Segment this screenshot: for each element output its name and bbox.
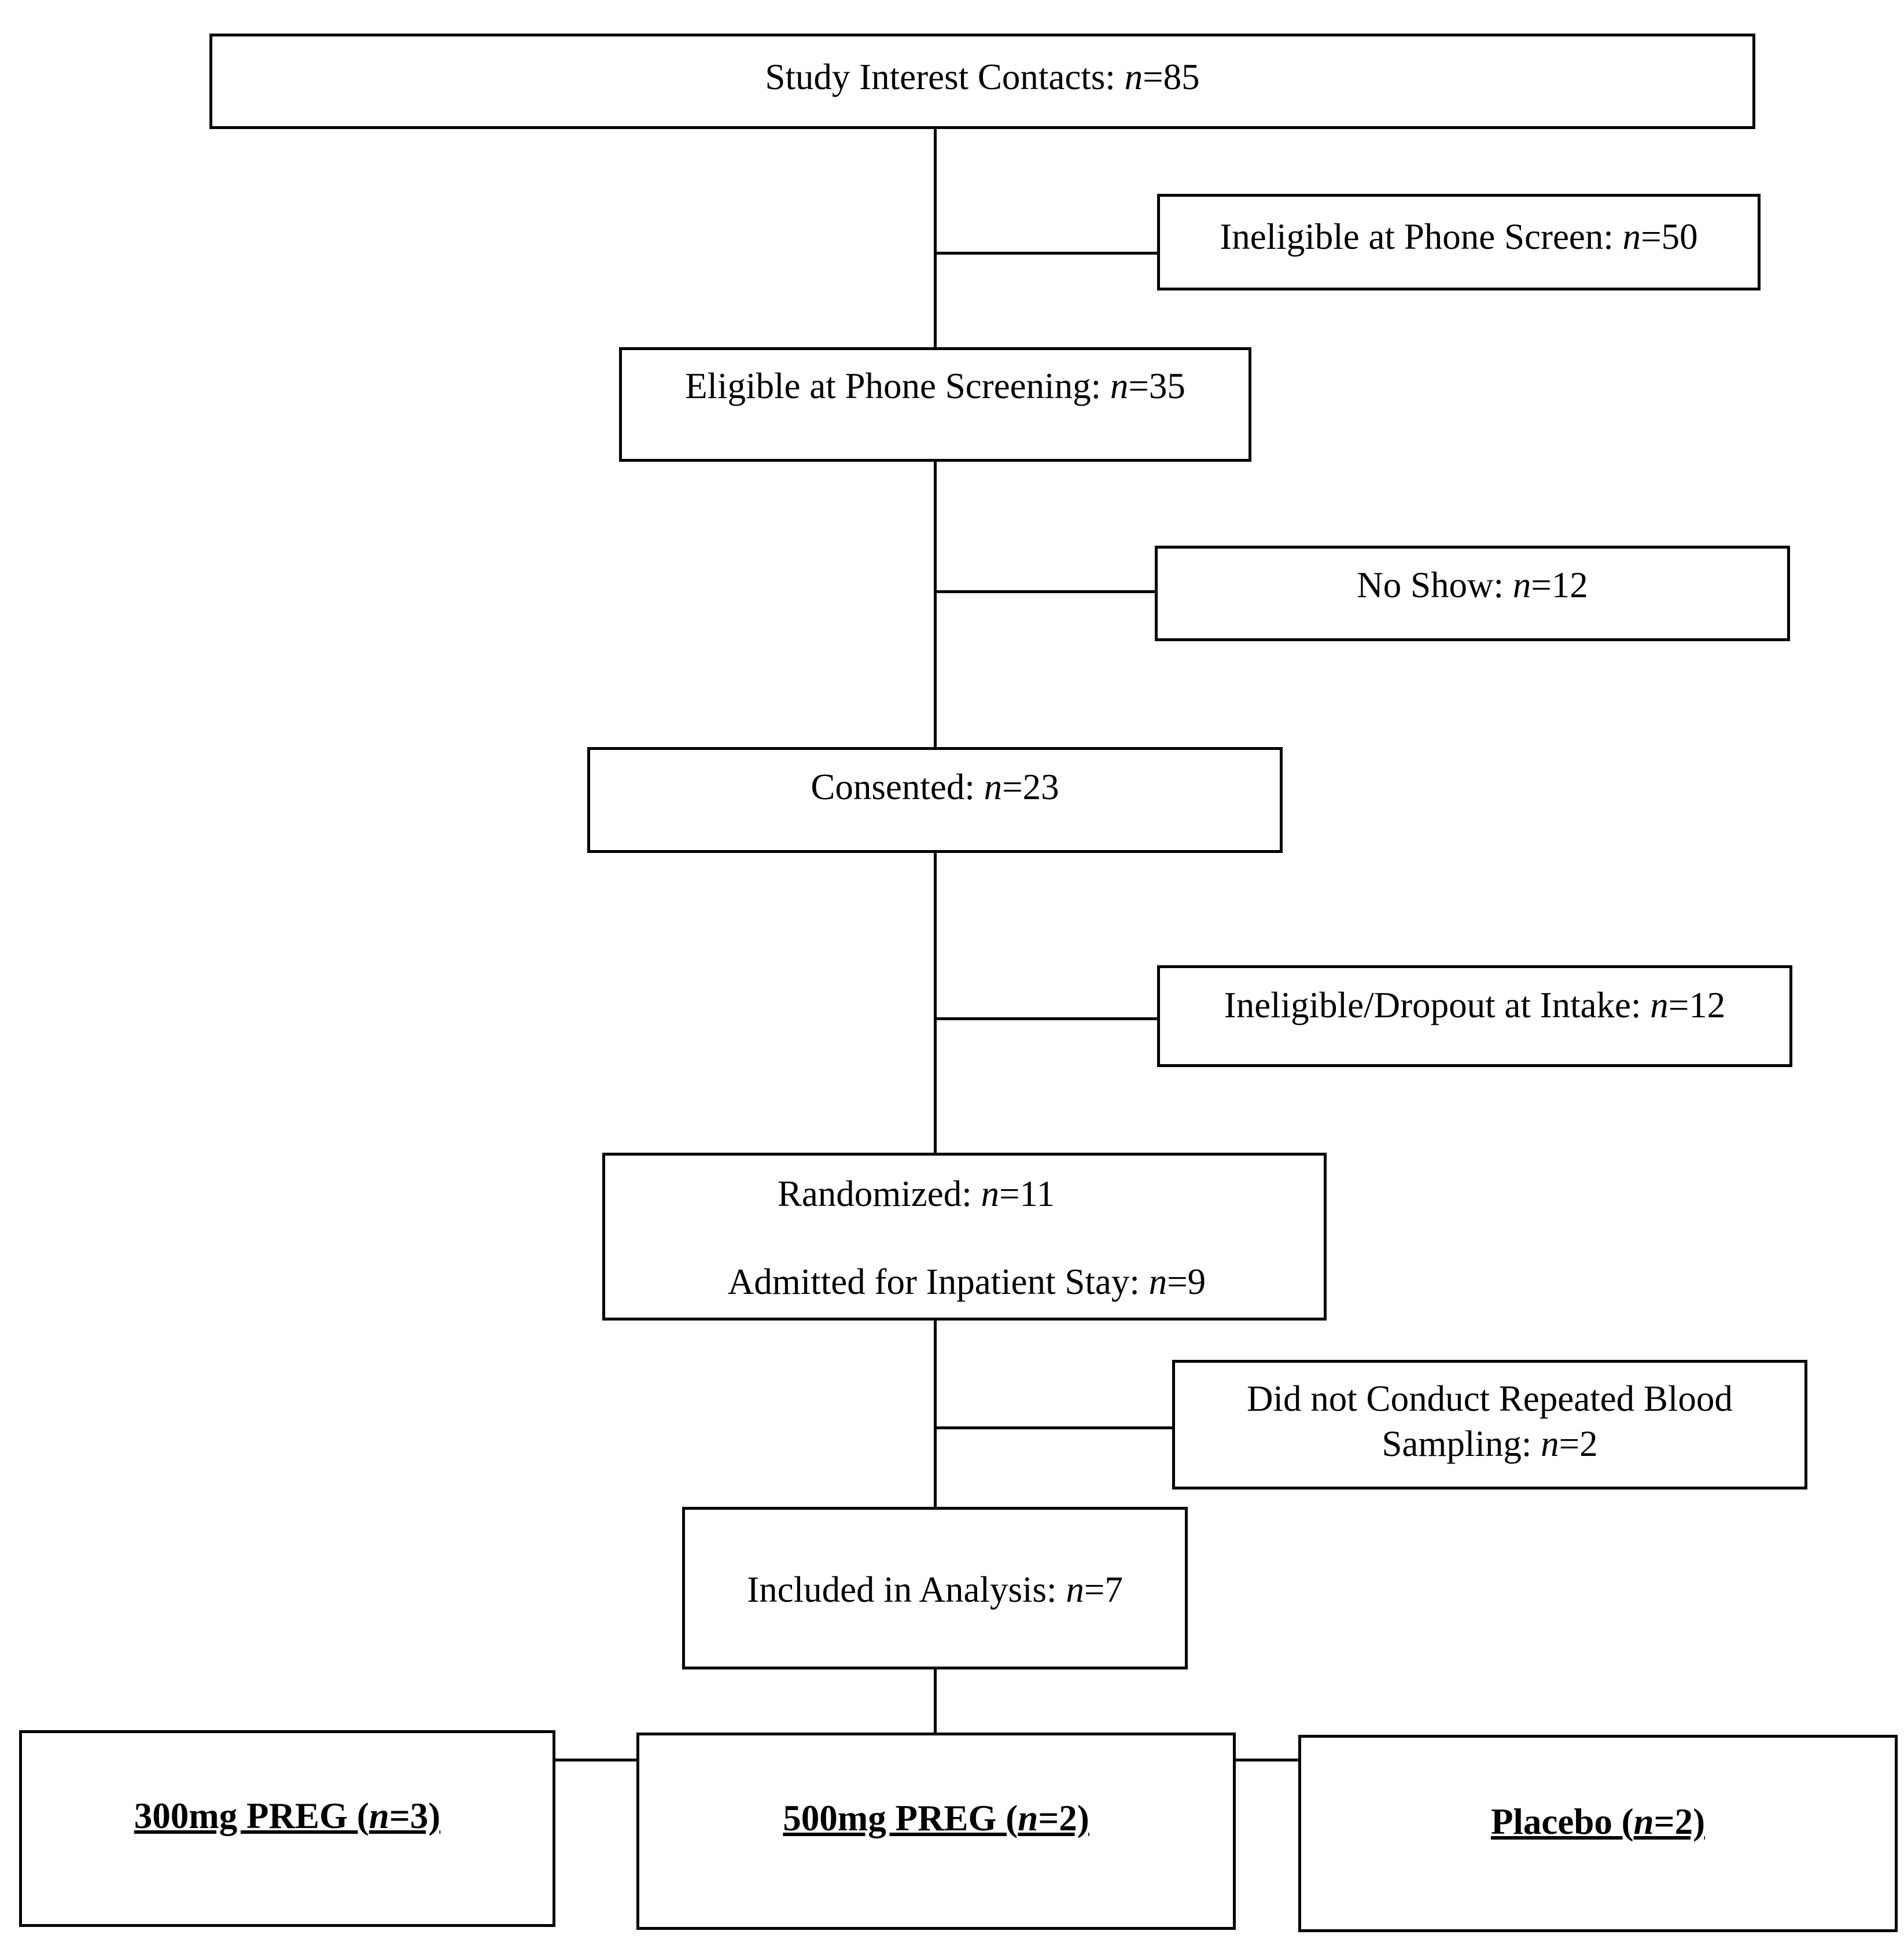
eligible-phone-label: Eligible at Phone Screening: n=35 xyxy=(685,366,1185,406)
branch-line-dropout-intake xyxy=(934,1017,1157,1020)
analysis-label: Included in Analysis: n=7 xyxy=(747,1569,1123,1610)
dropout-intake-label: Ineligible/Dropout at Intake: n=12 xyxy=(1224,985,1726,1025)
ineligible-phone-label: Ineligible at Phone Screen: n=50 xyxy=(1220,216,1698,257)
no-show-label: No Show: n=12 xyxy=(1357,565,1588,605)
dropout-intake-box: Ineligible/Dropout at Intake: n=12 xyxy=(1157,965,1792,1067)
arm-line-left xyxy=(554,1759,638,1761)
branch-line-no-blood-sampling xyxy=(934,1426,1172,1429)
ineligible-phone-box: Ineligible at Phone Screen: n=50 xyxy=(1157,194,1761,290)
arm-500mg-box: 500mg PREG (n=2) xyxy=(636,1733,1236,1930)
no-blood-sampling-line2: Sampling: n=2 xyxy=(1382,1424,1598,1464)
no-blood-sampling-box: Did not Conduct Repeated Blood Sampling:… xyxy=(1172,1360,1807,1489)
no-show-box: No Show: n=12 xyxy=(1155,546,1790,641)
arm-placebo-label: Placebo (n=2) xyxy=(1490,1801,1706,1842)
arm-placebo-box: Placebo (n=2) xyxy=(1298,1735,1898,1932)
analysis-box: Included in Analysis: n=7 xyxy=(682,1507,1188,1669)
no-blood-sampling-line1: Did not Conduct Repeated Blood xyxy=(1247,1378,1733,1419)
consented-label: Consented: n=23 xyxy=(811,767,1059,807)
randomized-box: Randomized: n=11 Admitted for Inpatient … xyxy=(602,1153,1327,1321)
consented-box: Consented: n=23 xyxy=(587,747,1283,853)
arm-300mg-box: 300mg PREG (n=3) xyxy=(19,1730,555,1927)
eligible-phone-box: Eligible at Phone Screening: n=35 xyxy=(619,347,1251,462)
arm-500mg-label: 500mg PREG (n=2) xyxy=(783,1798,1089,1838)
randomized-label: Randomized: n=11 xyxy=(777,1174,1055,1214)
admitted-label: Admitted for Inpatient Stay: n=9 xyxy=(727,1261,1206,1302)
arm-line-right xyxy=(1235,1759,1299,1761)
branch-line-ineligible-phone xyxy=(934,252,1157,255)
arm-300mg-label: 300mg PREG (n=3) xyxy=(134,1796,441,1836)
contacts-box: Study Interest Contacts: n=85 xyxy=(209,34,1755,129)
contacts-label: Study Interest Contacts: n=85 xyxy=(765,57,1200,97)
branch-line-no-show xyxy=(934,590,1155,593)
main-connector-line xyxy=(934,127,937,1736)
